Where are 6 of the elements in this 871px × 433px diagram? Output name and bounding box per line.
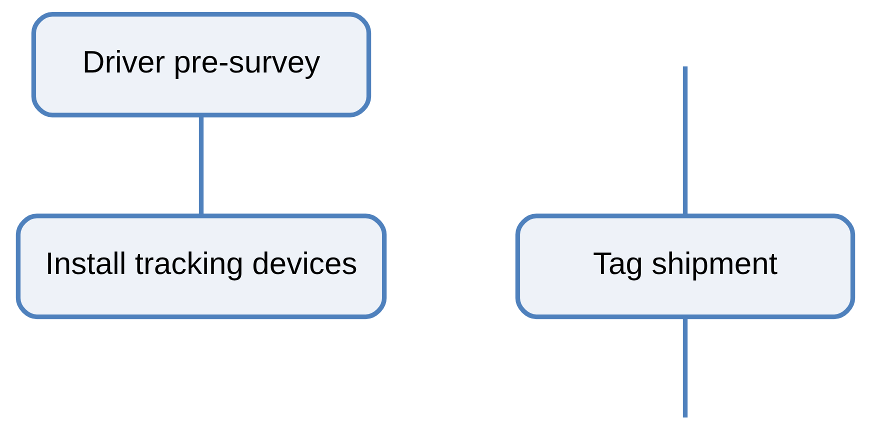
node-box: Tag shipment [515, 214, 856, 320]
node-box: Driver pre-survey [31, 12, 372, 118]
connector [198, 115, 204, 216]
connector [682, 316, 688, 418]
connector [682, 66, 688, 216]
node-box: Install tracking devices [16, 214, 387, 320]
